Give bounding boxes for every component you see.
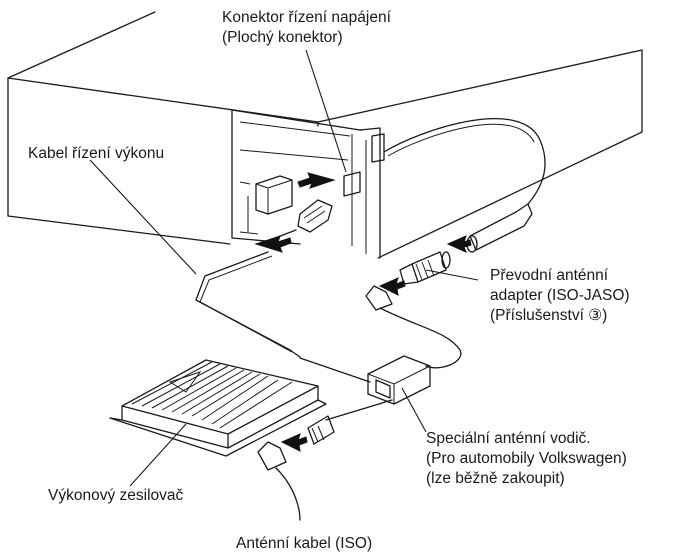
antenna-cable-label: Anténní kabel (ISO) xyxy=(236,535,372,552)
power-amplifier xyxy=(109,359,327,457)
l-plug xyxy=(365,285,462,369)
arrow-adapter-icon xyxy=(446,235,472,253)
arrow-small-adapter-icon xyxy=(378,277,406,296)
power-connector-label-line1: Konektor řízení napájení xyxy=(222,9,392,26)
power-control-cable xyxy=(195,251,301,358)
antenna-iso-plug xyxy=(257,441,301,521)
antenna-adapter-label-line1: Převodní anténní xyxy=(490,267,609,284)
head-unit xyxy=(7,11,643,259)
special-lead-label-line1: Speciální anténní vodič. xyxy=(426,430,591,447)
special-lead-label-line2: (Pro automobily Volkswagen) xyxy=(426,450,627,467)
arrow-into-socket-icon xyxy=(297,172,336,189)
special-antenna-lead xyxy=(299,355,431,421)
arrow-lead-socket-icon xyxy=(280,433,308,452)
antenna-adapter-label-line2: adapter (ISO-JASO) xyxy=(490,287,630,304)
antenna-cable-from-unit xyxy=(383,118,546,205)
lead-socket xyxy=(307,415,335,445)
arrow-plug-icon xyxy=(254,235,292,253)
power-connector-label-line2: (Plochý konektor) xyxy=(222,29,343,46)
power-control-plug xyxy=(269,199,333,241)
special-lead-label-line3: (lze běžně zakoupit) xyxy=(426,470,565,487)
power-amplifier-label: Výkonový zesilovač xyxy=(48,487,184,504)
power-control-cable-label: Kabel řízení výkonu xyxy=(28,145,164,162)
leader-lines xyxy=(89,49,479,487)
small-adapter xyxy=(399,251,451,285)
antenna-adapter-label-line3: (Příslušenství ③) xyxy=(490,307,607,324)
